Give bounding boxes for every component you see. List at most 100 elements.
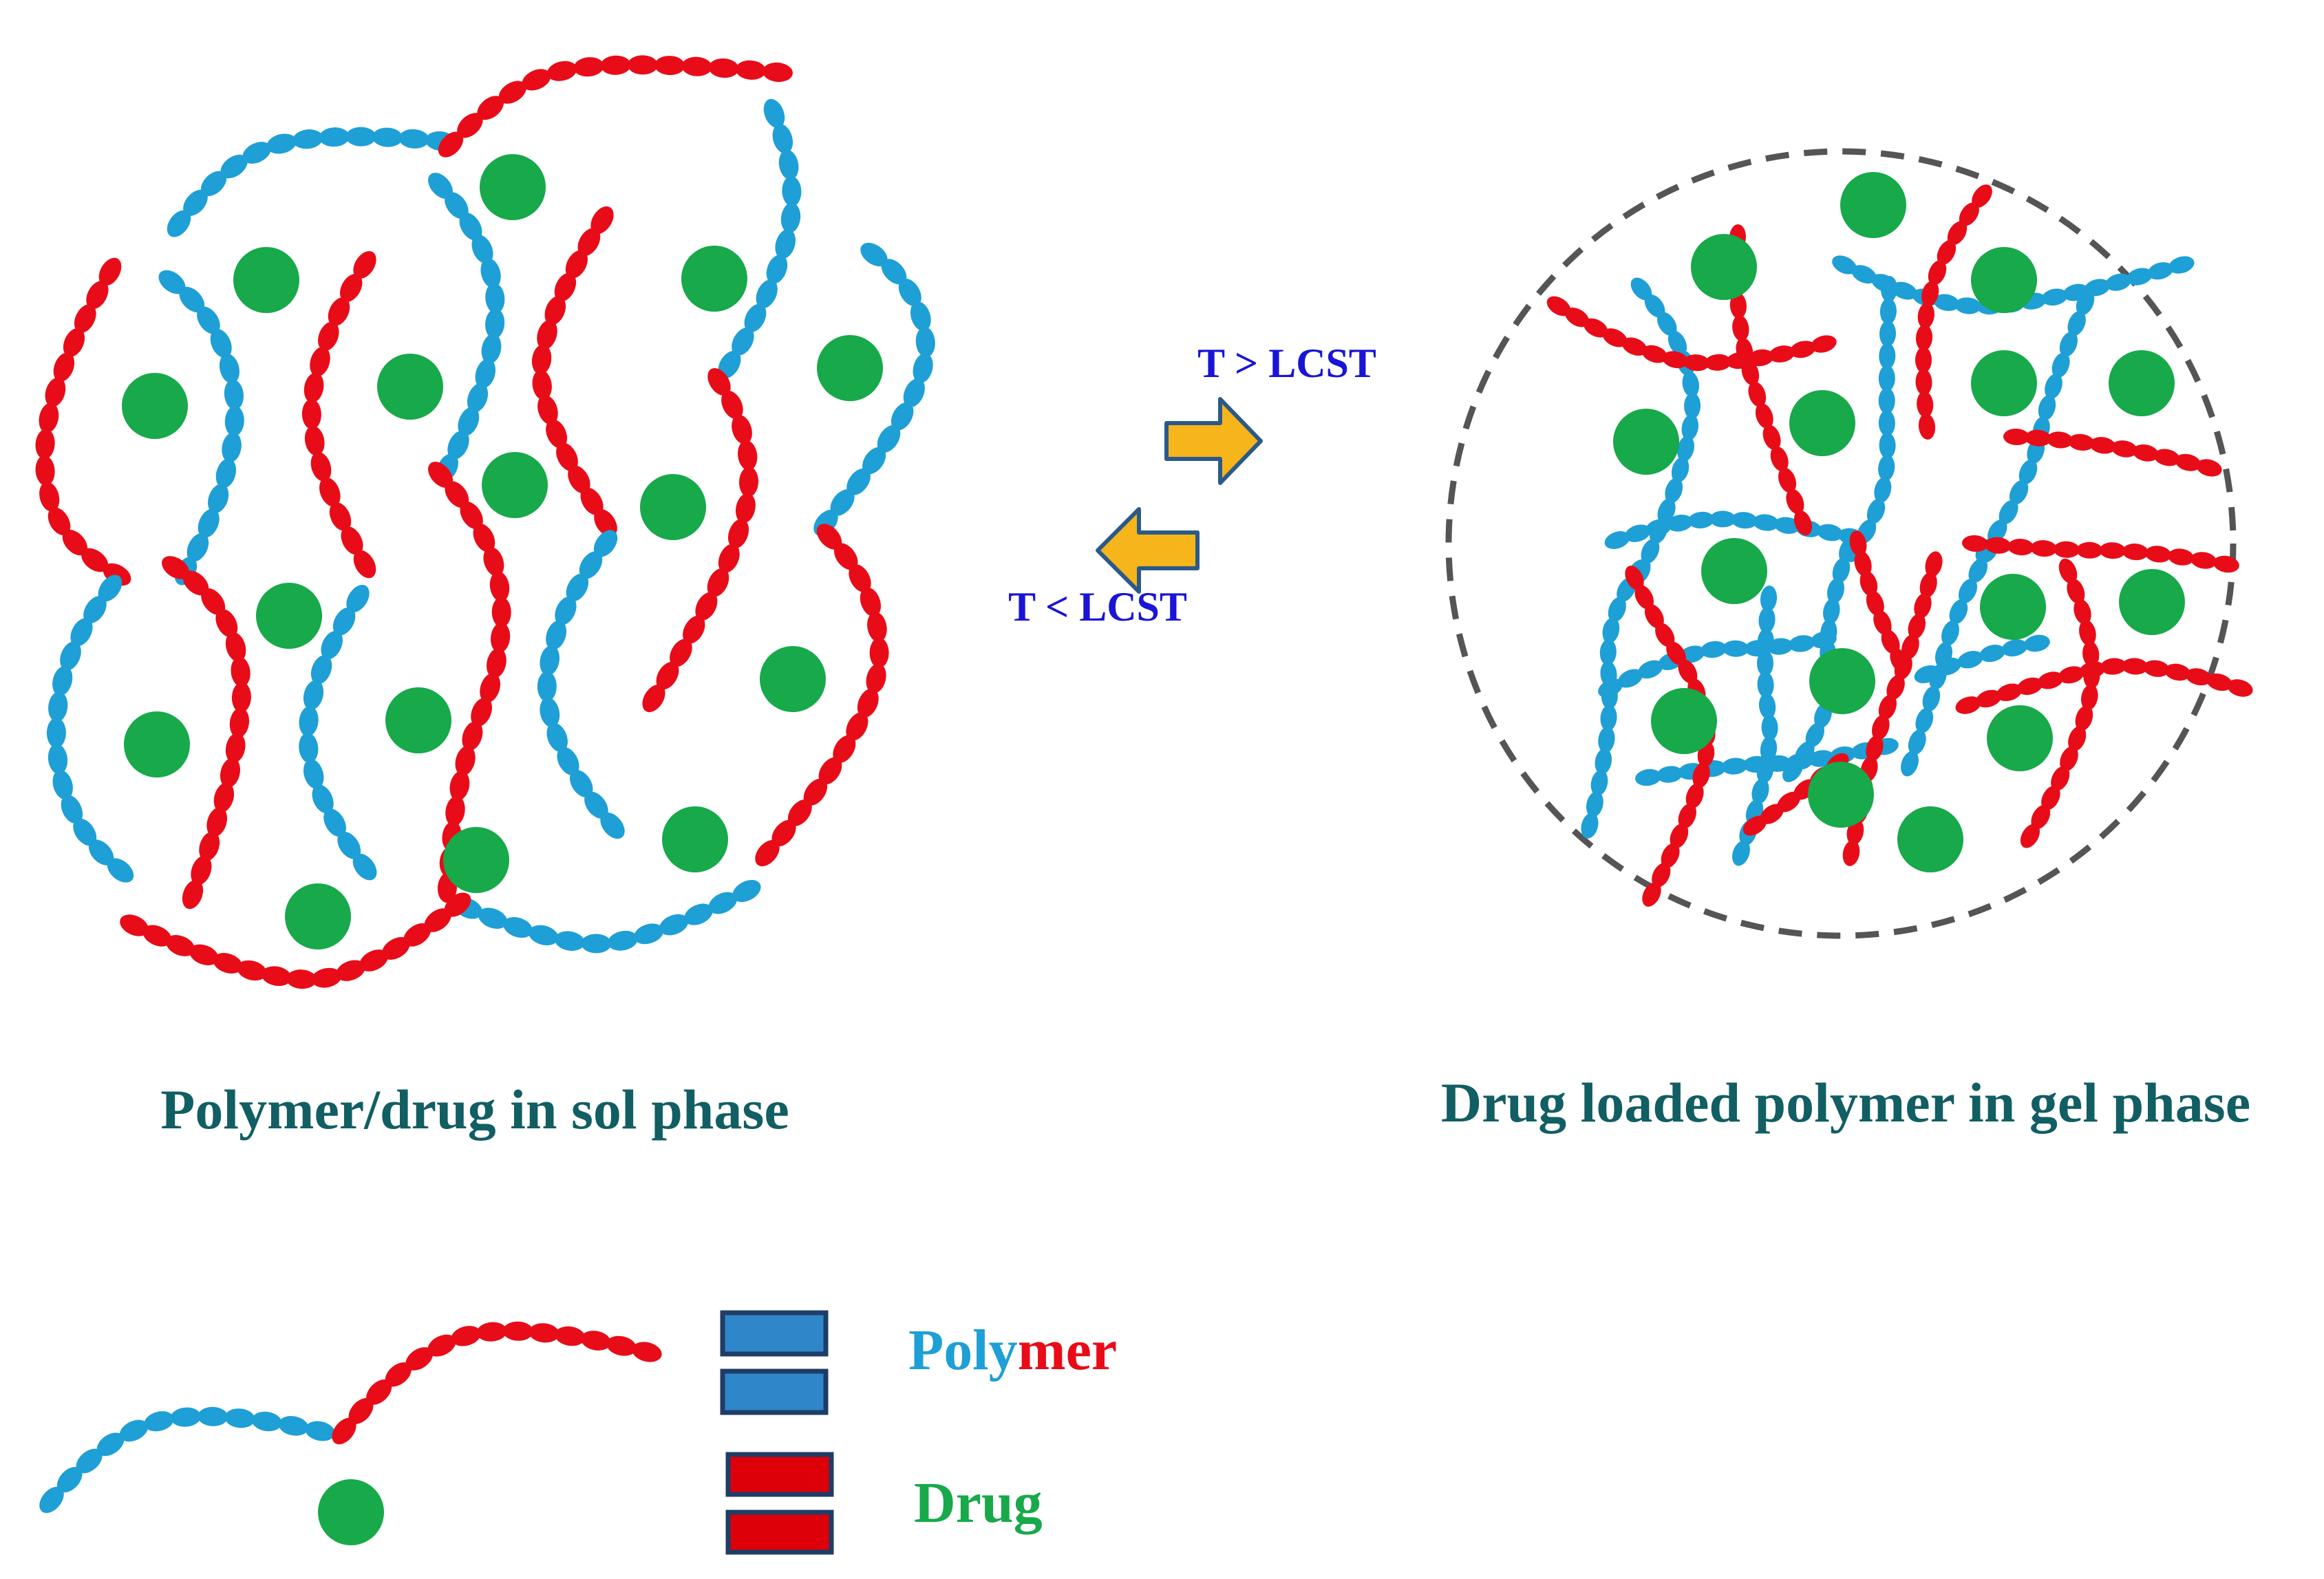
drug-particle	[640, 474, 706, 540]
polymer-bead	[1805, 722, 1824, 748]
polymer-bead	[60, 641, 81, 671]
polymer-bead	[485, 308, 505, 339]
polymer-bead	[144, 1411, 174, 1432]
polymer-bead	[304, 425, 325, 456]
gel-chain-red-h4	[1955, 658, 2253, 714]
polymer-bead	[303, 759, 324, 789]
polymer-bead	[2164, 663, 2190, 681]
polymer-bead	[593, 530, 618, 557]
polymer-bead	[744, 303, 767, 332]
polymer-bead	[1954, 297, 1981, 314]
polymer-bead	[1908, 729, 1926, 755]
polymer-bead	[718, 350, 741, 379]
polymer-bead	[225, 632, 246, 662]
sol-phase-cluster	[35, 55, 935, 989]
polymer-bead	[215, 458, 237, 488]
polymer-bead	[1762, 425, 1781, 451]
polymer-bead	[2105, 273, 2131, 291]
polymer-bead	[546, 722, 568, 752]
polymer-bead	[1667, 330, 1687, 356]
polymer-bead	[398, 129, 429, 149]
polymer-bead	[738, 440, 758, 471]
polymer-bead	[787, 799, 812, 826]
polymer-bead	[632, 1342, 662, 1362]
polymer-bead	[860, 587, 882, 617]
polymer-bead	[2067, 310, 2086, 336]
drug-particle	[385, 687, 451, 753]
polymer-bead	[1958, 578, 1978, 603]
polymer-bead	[1621, 337, 1648, 356]
polymer-bead	[2009, 480, 2029, 505]
polymer-bead	[1678, 659, 1698, 684]
polymer-bead	[2060, 746, 2078, 771]
polymer-bead	[1933, 294, 1960, 312]
polymer-bead	[877, 425, 901, 453]
polymer-bead	[310, 655, 332, 685]
polymer-bead	[1586, 791, 1603, 817]
polymer-bead	[1915, 324, 1933, 351]
polymer-bead	[489, 571, 510, 602]
sol-chain-center-right-red	[531, 206, 617, 537]
polymer-bead	[299, 733, 319, 763]
drug-particle	[662, 806, 728, 872]
sol-chain-inner-blue-b	[299, 584, 377, 881]
polymer-bead	[119, 1419, 149, 1442]
gel-chain-red-h1	[1546, 296, 1837, 372]
polymer-bead	[1914, 665, 1940, 684]
polymer-bead	[1859, 570, 1878, 597]
polymer-bead	[1972, 184, 1992, 208]
drug-particle	[2119, 569, 2185, 635]
polymer-bead	[1919, 572, 1937, 598]
gel-polymer-chains	[1546, 184, 2253, 907]
sol-chain-right-inner-red	[642, 368, 759, 713]
polymer-bead	[1751, 778, 1769, 804]
polymer-bead	[537, 395, 558, 425]
sol-chain-top-blue	[167, 127, 456, 237]
polymer-bead	[2186, 668, 2212, 686]
sol-chain-center-blue	[428, 173, 505, 482]
drug-particle	[1840, 172, 1906, 238]
polymer-bead	[63, 327, 85, 357]
polymer-bead	[1683, 354, 1710, 372]
polymer-bead	[1641, 539, 1660, 564]
polymer-bead	[2089, 437, 2116, 454]
polymer-bead	[1743, 755, 1770, 773]
polymer-bead	[537, 671, 557, 702]
polymer-bead	[405, 1347, 434, 1371]
polymer-bead	[1685, 783, 1704, 809]
drug-particle	[1651, 688, 1717, 754]
polymer-bead	[1878, 694, 1897, 720]
polymer-bead	[2051, 766, 2070, 791]
polymer-bead	[846, 712, 868, 741]
polymer-bead	[1678, 803, 1696, 829]
polymer-bead	[219, 354, 239, 384]
legend-red-block-top	[725, 1452, 834, 1497]
polymer-bead	[1682, 371, 1700, 398]
polymer-bead	[2018, 459, 2038, 485]
polymer-bead	[321, 630, 343, 660]
polymer-bead	[546, 419, 568, 449]
gel-chain-red-h3	[1962, 535, 2239, 573]
polymer-bead	[2003, 428, 2029, 446]
legend: Polymer Drug	[39, 1310, 1117, 1555]
polymer-bead	[197, 306, 220, 334]
polymer-bead	[600, 55, 631, 75]
polymer-bead	[1879, 321, 1897, 347]
polymer-bead	[1736, 337, 1753, 364]
polymer-bead	[213, 782, 235, 813]
polymer-bead	[339, 273, 363, 302]
polymer-bead	[554, 272, 577, 302]
polymer-bead	[881, 259, 907, 285]
polymer-bead	[2168, 256, 2195, 274]
polymer-bead	[2099, 542, 2126, 559]
polymer-bead	[1947, 221, 1968, 246]
polymer-bead	[2041, 288, 2068, 306]
polymer-bead	[1979, 645, 2005, 663]
polymer-bead	[1644, 603, 1664, 629]
legend-red-block-bottom	[725, 1510, 834, 1555]
polymer-bead	[707, 368, 731, 396]
drug-particle	[760, 646, 826, 712]
drug-particle	[1613, 409, 1679, 475]
polymer-bead	[1774, 517, 1800, 534]
polymer-bead	[310, 451, 332, 482]
